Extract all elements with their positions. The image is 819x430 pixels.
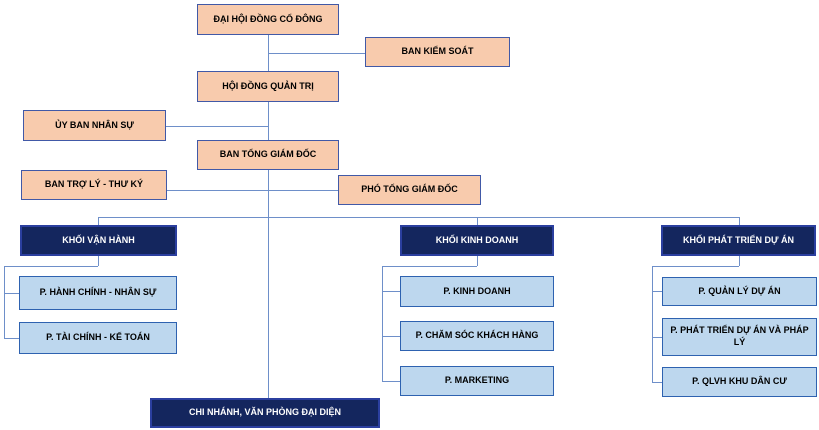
node-supervisory-board: BAN KIỂM SOÁT — [365, 37, 510, 67]
node-board-of-directors: HỘI ĐỒNG QUẢN TRỊ — [197, 71, 339, 102]
connector-line — [382, 291, 400, 292]
node-shareholders-general-meeting: ĐẠI HỘI ĐỒNG CỔ ĐÔNG — [197, 4, 339, 35]
connector-line — [268, 102, 269, 140]
connector-line — [382, 336, 400, 337]
node-project-development-division: KHỐI PHÁT TRIỂN DỰ ÁN — [661, 225, 816, 256]
node-project-management-dept: P. QUẢN LÝ DỰ ÁN — [662, 277, 817, 306]
connector-line — [739, 255, 740, 266]
node-general-directors-board: BAN TỔNG GIÁM ĐỐC — [197, 140, 339, 170]
connector-line — [98, 217, 739, 218]
connector-line — [382, 266, 383, 381]
node-admin-hr-dept: P. HÀNH CHÍNH - NHÂN SỰ — [19, 276, 177, 310]
connector-line — [268, 53, 365, 54]
connector-line — [268, 170, 269, 398]
node-project-dev-legal-dept: P. PHÁT TRIỂN DỰ ÁN VÀ PHÁP LÝ — [662, 318, 817, 356]
connector-line — [382, 381, 400, 382]
connector-line — [477, 256, 478, 266]
connector-line — [652, 266, 739, 267]
connector-line — [98, 256, 99, 266]
node-business-division: KHỐI KINH DOANH — [400, 225, 554, 256]
connector-line — [4, 338, 19, 339]
node-marketing-dept: P. MARKETING — [400, 366, 554, 396]
connector-line — [382, 266, 477, 267]
connector-line — [652, 291, 662, 292]
connector-line — [4, 266, 5, 338]
node-hr-committee: ỦY BAN NHÂN SỰ — [23, 110, 166, 141]
connector-line — [166, 126, 268, 127]
connector-line — [477, 217, 478, 225]
node-deputy-general-director: PHÓ TỔNG GIÁM ĐỐC — [338, 175, 481, 205]
node-finance-accounting-dept: P. TÀI CHÍNH - KẾ TOÁN — [19, 322, 177, 354]
node-branches-rep-offices: CHI NHÁNH, VĂN PHÒNG ĐẠI DIỆN — [150, 398, 380, 428]
connector-line — [167, 190, 338, 191]
node-residential-area-mgmt-dept: P. QLVH KHU DÂN CƯ — [662, 367, 817, 397]
node-assistant-secretary-board: BAN TRỢ LÝ - THƯ KÝ — [21, 170, 167, 200]
connector-line — [4, 293, 19, 294]
node-operations-division: KHỐI VẬN HÀNH — [20, 225, 177, 256]
node-sales-dept: P. KINH DOANH — [400, 276, 554, 307]
connector-line — [739, 217, 740, 225]
connector-line — [652, 337, 662, 338]
connector-line — [4, 266, 98, 267]
connector-line — [652, 382, 662, 383]
connector-line — [652, 266, 653, 383]
node-customer-care-dept: P. CHĂM SÓC KHÁCH HÀNG — [400, 321, 554, 351]
connector-line — [98, 217, 99, 225]
